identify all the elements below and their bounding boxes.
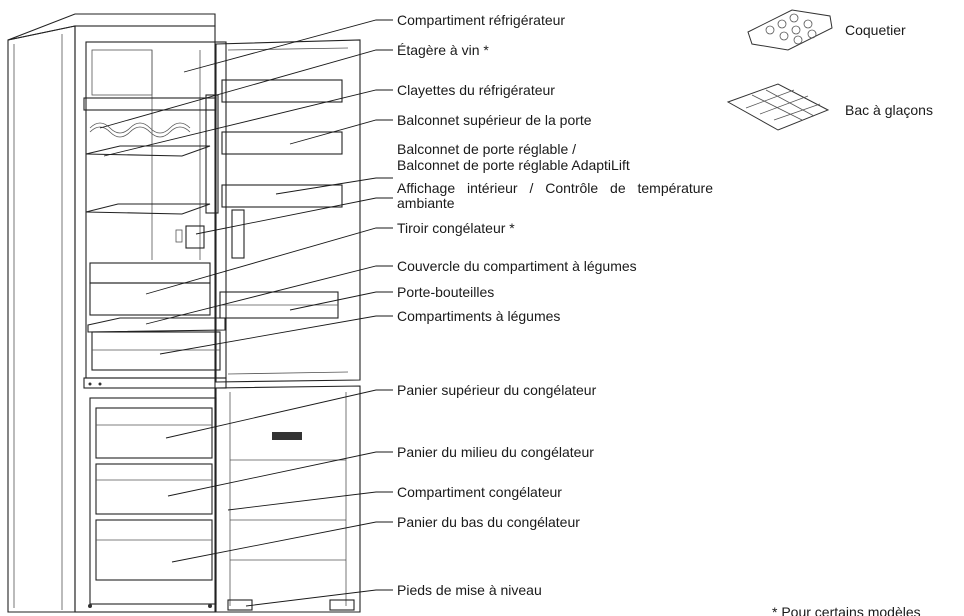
label-crispers: Compartiments à légumes [397,308,561,324]
leader-freezer-bottom-basket [171,521,393,563]
egg-tray-drawing [747,9,833,51]
label-wine-shelf: Étagère à vin * [397,42,489,58]
label-ice-tray: Bac à glaçons [845,102,933,118]
leader-fridge-shelves [103,89,393,157]
label-freezer-upper-basket: Panier supérieur du congélateur [397,382,597,398]
ice-tray-drawing [726,83,830,131]
label-freezer-drawer: Tiroir congélateur * [397,220,515,236]
label-freezer-bottom-basket: Panier du bas du congélateur [397,514,580,530]
leader-freezer-middle-basket [167,451,393,497]
label-crisper-cover: Couvercle du compartiment à légumes [397,258,637,274]
label-upper-door-balcony: Balconnet supérieur de la porte [397,112,592,128]
leader-bottle-holder [289,291,393,311]
leader-lines [99,19,393,607]
fridge-cabinet [7,13,227,613]
label-freezer-middle-basket: Panier du milieu du congélateur [397,444,594,460]
label-freezer-compartment: Compartiment congélateur [397,484,562,500]
leader-freezer-upper-basket [165,389,393,439]
leader-wine-shelf [99,49,393,129]
label-adjustable-balcony: Balconnet de porte réglable / [397,141,577,157]
label-fridge-shelves: Clayettes du réfrigérateur [397,82,555,98]
leader-leveling-feet [245,589,393,607]
label-egg-tray: Coquetier [845,22,906,38]
leader-upper-door-balcony [289,119,393,145]
label-fridge-compartment: Compartiment réfrigérateur [397,12,566,28]
label-adjustable-balcony-adaptilift: Balconnet de porte réglable AdaptiLift [397,157,630,173]
fridge-door [215,39,361,383]
leader-freezer-drawer [145,227,393,295]
leader-adjustable-balcony [275,177,393,195]
leader-display [195,197,393,235]
leader-fridge-compartment [183,19,393,73]
leader-crispers [159,315,393,355]
label-leveling-feet: Pieds de mise à niveau [397,582,542,598]
freezer-door [215,385,361,613]
label-bottle-holder: Porte-bouteilles [397,284,495,300]
label-display: Affichage intérieur / Contrôle de tempér… [397,180,713,211]
leader-crisper-cover [145,265,393,325]
leader-freezer-compartment [227,491,393,511]
footnote: * Pour certains modèles [772,604,921,616]
